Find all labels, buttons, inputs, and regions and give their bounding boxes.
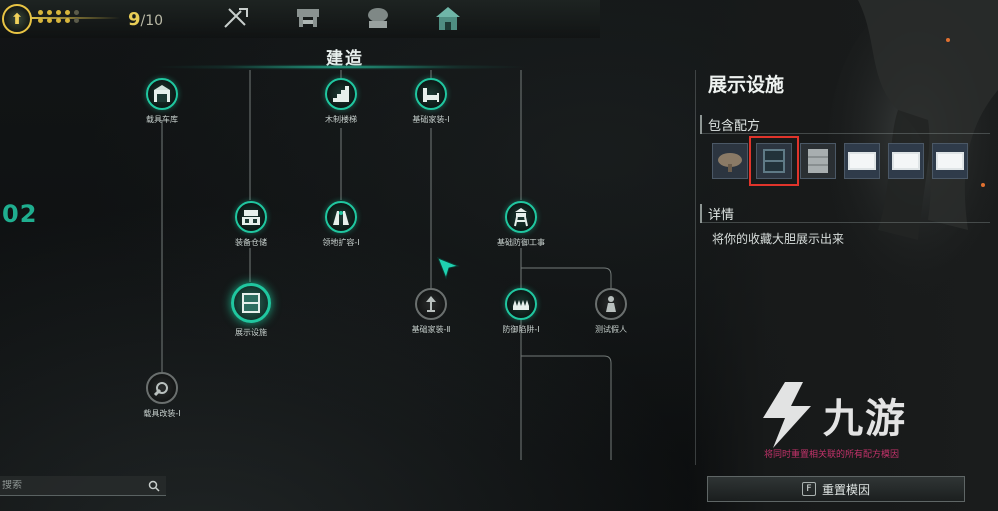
tab-farming[interactable]: [360, 3, 396, 33]
crafting-bench-icon: [297, 9, 319, 27]
points-max: /10: [140, 13, 164, 29]
details-divider: [700, 222, 990, 223]
recipe-list: [712, 136, 968, 186]
recipes-divider: [700, 133, 990, 134]
node-label: 领地扩容-Ⅰ: [322, 238, 360, 247]
farming-icon: [368, 8, 388, 28]
jiuyou-logo-icon: [763, 382, 811, 448]
recipe-frame-2[interactable]: [888, 143, 924, 179]
reset-button-label: 重置模因: [821, 482, 870, 497]
tree-node-wooden-stairs[interactable]: 木制楼梯: [296, 78, 386, 125]
panel-divider: [695, 70, 696, 465]
lamp-icon: [415, 288, 447, 320]
frame-icon: [892, 152, 920, 170]
tree-node-basic-defense[interactable]: 基础防御工事: [476, 201, 566, 248]
mouse-cursor-icon: [437, 257, 460, 280]
tree-connections: [161, 70, 612, 460]
description-text: 将你的收藏大胆展示出来: [712, 232, 845, 246]
reset-warning: 将同时重置相关联的所有配方模因: [764, 450, 900, 460]
tab-building[interactable]: [430, 3, 466, 33]
section-divider-glow: [150, 64, 530, 70]
node-label: 装备仓储: [235, 238, 267, 247]
weapons-icon: [224, 8, 248, 28]
watermark: 九游: [755, 380, 907, 450]
node-label: 基础家装-Ⅰ: [412, 115, 450, 124]
tree-node-territory-expansion-1[interactable]: 领地扩容-Ⅰ: [296, 201, 386, 248]
recipe-display-cabinet[interactable]: [749, 136, 799, 186]
tab-weapons[interactable]: [218, 3, 254, 33]
warehouse-icon: [235, 201, 267, 233]
node-label: 基础防御工事: [497, 238, 545, 247]
details-heading: 详情: [700, 204, 734, 223]
tree-node-basic-furniture-2[interactable]: 基础家装-Ⅱ: [386, 288, 476, 335]
shelf-icon: [808, 149, 828, 173]
top-bar: ⬆ 9/10: [0, 0, 600, 38]
node-label: 木制楼梯: [325, 115, 357, 124]
bed-icon: [415, 78, 447, 110]
tree-node-equipment-warehouse[interactable]: 装备仓储: [206, 201, 296, 248]
stairs-icon: [325, 78, 357, 110]
tab-crafting[interactable]: [290, 3, 326, 33]
node-label: 基础家装-Ⅱ: [411, 325, 451, 334]
dummy-icon: [595, 288, 627, 320]
tree-node-basic-furniture-1[interactable]: 基础家装-Ⅰ: [386, 78, 476, 125]
bear-trap-icon: [505, 288, 537, 320]
recipe-frame-1[interactable]: [844, 143, 880, 179]
tree-node-test-dummy[interactable]: 测试假人: [566, 288, 656, 335]
tree-node-vehicle-mod-1[interactable]: 载具改装-Ⅰ: [117, 372, 207, 419]
garage-icon: [146, 78, 178, 110]
search-input[interactable]: [2, 480, 122, 491]
tree-node-defense-trap-1[interactable]: 防御陷阱-Ⅰ: [476, 288, 566, 335]
display-cabinet-icon: [763, 149, 785, 173]
recipe-frame-3[interactable]: [932, 143, 968, 179]
display-cabinet-icon: [231, 283, 271, 323]
watermark-text: 九游: [823, 396, 907, 442]
skill-point-dots: [38, 10, 79, 23]
frame-icon: [936, 152, 964, 170]
house-icon: [436, 7, 460, 30]
row-number: 02: [2, 200, 38, 228]
round-table-icon: [718, 153, 742, 172]
node-label: 测试假人: [595, 325, 627, 334]
search-bar[interactable]: [0, 476, 166, 496]
panel-title: 展示设施: [708, 74, 785, 96]
recipes-heading: 包含配方: [700, 115, 760, 134]
skill-points: 9/10: [128, 9, 163, 30]
expansion-icon: [325, 201, 357, 233]
points-current: 9: [128, 9, 141, 30]
node-label: 载具改装-Ⅰ: [143, 409, 181, 418]
node-label: 展示设施: [235, 328, 267, 337]
tree-node-vehicle-garage[interactable]: 载具车库: [117, 78, 207, 125]
recipe-shelf[interactable]: [800, 143, 836, 179]
recipe-round-table[interactable]: [712, 143, 748, 179]
frame-icon: [848, 152, 876, 170]
watchtower-icon: [505, 201, 537, 233]
wrench-icon: [146, 372, 178, 404]
search-icon[interactable]: [148, 480, 160, 492]
tree-node-display-facility[interactable]: 展示设施: [206, 283, 296, 338]
node-label: 载具车库: [146, 115, 178, 124]
reset-memes-button[interactable]: F 重置模因: [707, 476, 965, 502]
level-up-arrow-icon[interactable]: ⬆: [2, 4, 32, 34]
node-label: 防御陷阱-Ⅰ: [502, 325, 540, 334]
key-hint: F: [801, 482, 816, 496]
